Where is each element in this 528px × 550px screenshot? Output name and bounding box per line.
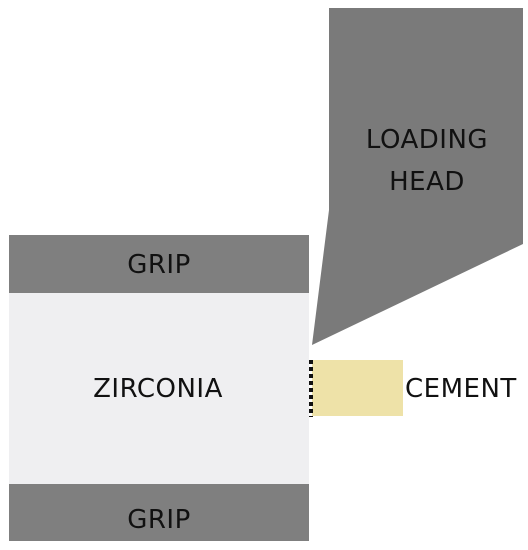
grip-bottom-block — [9, 484, 309, 541]
zirconia-label: ZIRCONIA — [93, 374, 223, 404]
loading-head-label-line1: LOADING — [366, 125, 488, 155]
cement-label: CEMENT — [405, 374, 517, 404]
cement-block — [312, 360, 403, 416]
grip-bottom-label: GRIP — [127, 505, 191, 535]
loading-head-label-line2: HEAD — [389, 167, 465, 197]
loading-head-shape — [312, 8, 523, 345]
grip-top-label: GRIP — [127, 250, 191, 280]
zirconia-block — [9, 293, 309, 484]
grip-top-block — [9, 235, 309, 293]
